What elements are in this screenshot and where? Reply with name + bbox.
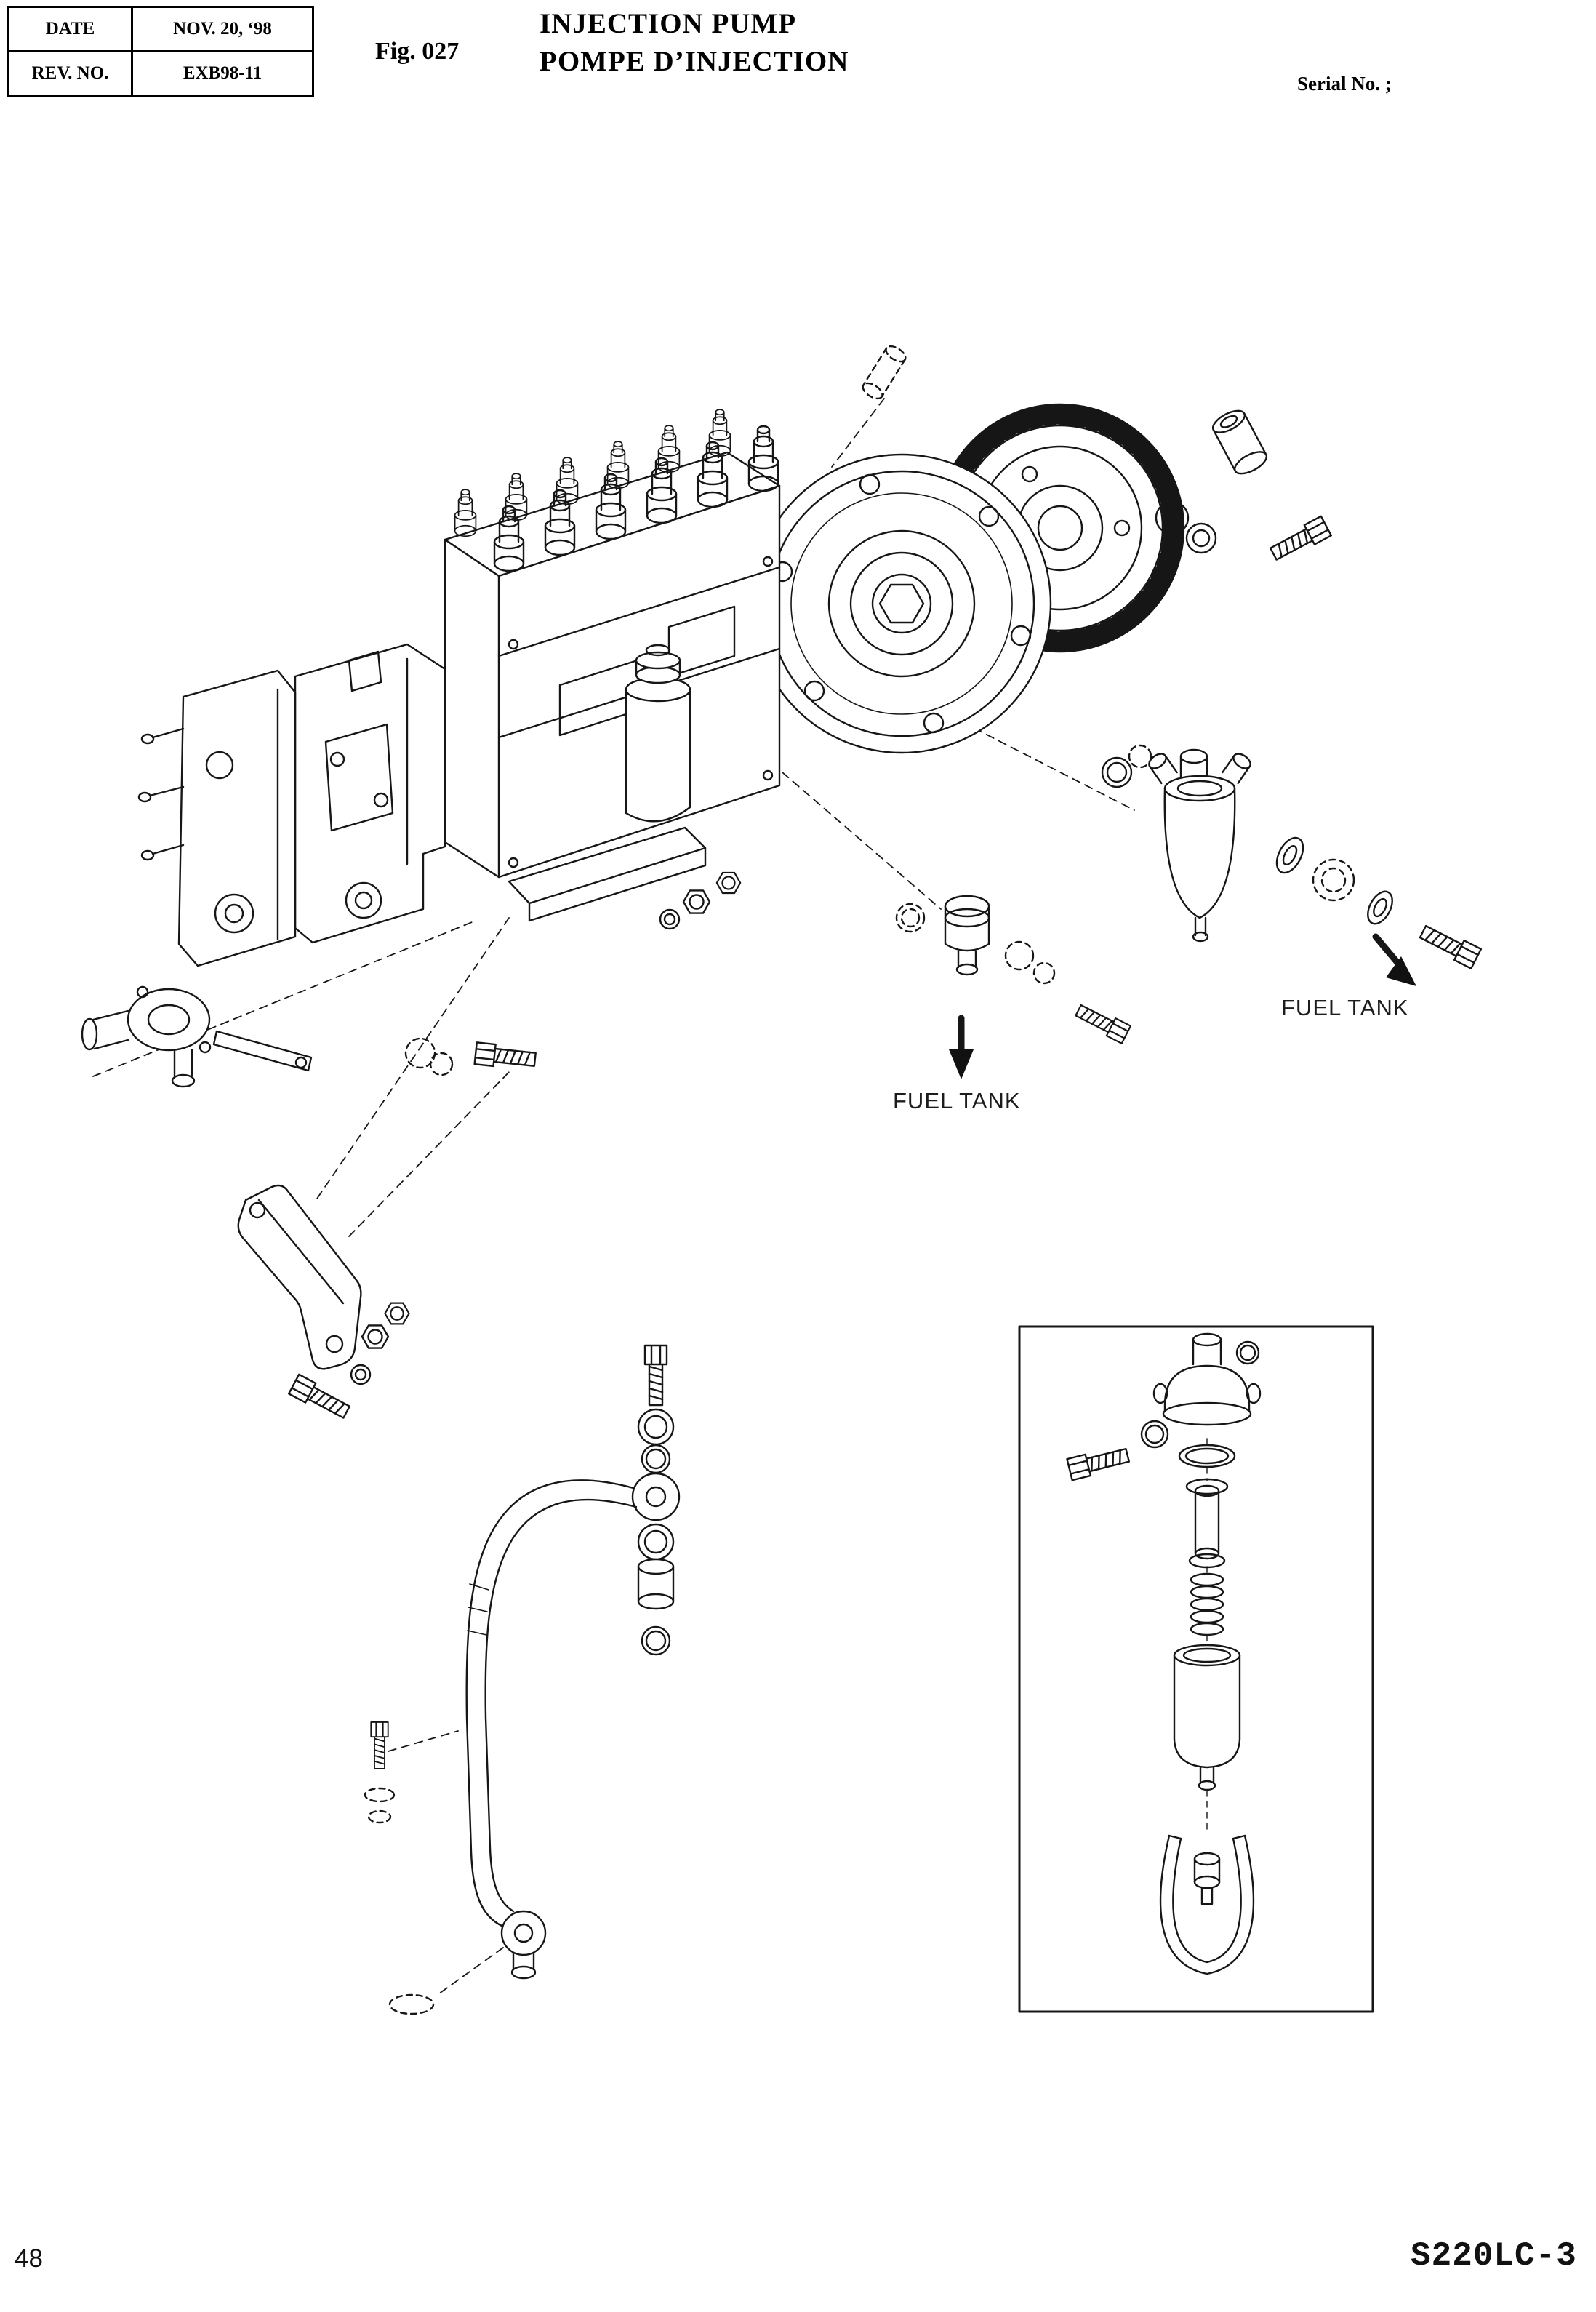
coupling-spacer (859, 342, 1333, 565)
mounting-bracket (237, 1184, 410, 1423)
end-cover (137, 669, 297, 967)
oil-filler (625, 644, 691, 823)
model-code: S220LC-3 (1411, 2237, 1577, 2275)
title-french: POMPE D’INJECTION (540, 46, 849, 77)
fuel-tank-arrow-icon (949, 1015, 974, 1079)
date-label: DATE (9, 8, 133, 52)
fuel-tank-callout: FUEL TANK (893, 1088, 1021, 1113)
feed-pump (81, 985, 313, 1088)
fuel-tank-arrow-icon (1372, 933, 1416, 986)
mounting-foot (508, 826, 707, 922)
rev-no-value: EXB98-11 (183, 63, 262, 83)
plug-bolt (404, 1037, 537, 1076)
rev-no-label: REV. NO. (9, 52, 133, 95)
detail-box (1018, 1325, 1374, 2013)
nuts-washers (659, 871, 742, 930)
date-value: NOV. 20, ‘98 (133, 8, 312, 52)
figure-number: Fig. 027 (375, 38, 460, 65)
governor-housing (294, 643, 446, 944)
leader-lines (92, 398, 1135, 1996)
revision-table: DATE NOV. 20, ‘98 REV. NO. EXB98-11 (7, 6, 314, 97)
fuel-tank-callout: FUEL TANK (1281, 995, 1409, 1020)
page-number: 48 (15, 2244, 43, 2273)
overflow-fitting (895, 895, 1132, 1044)
title-english: INJECTION PUMP (540, 8, 797, 39)
fuel-filter-head (1101, 744, 1483, 969)
serial-number-label: Serial No. ; (1297, 73, 1392, 95)
fuel-return-pipe (364, 1344, 681, 2015)
drive-flange (751, 453, 1052, 754)
